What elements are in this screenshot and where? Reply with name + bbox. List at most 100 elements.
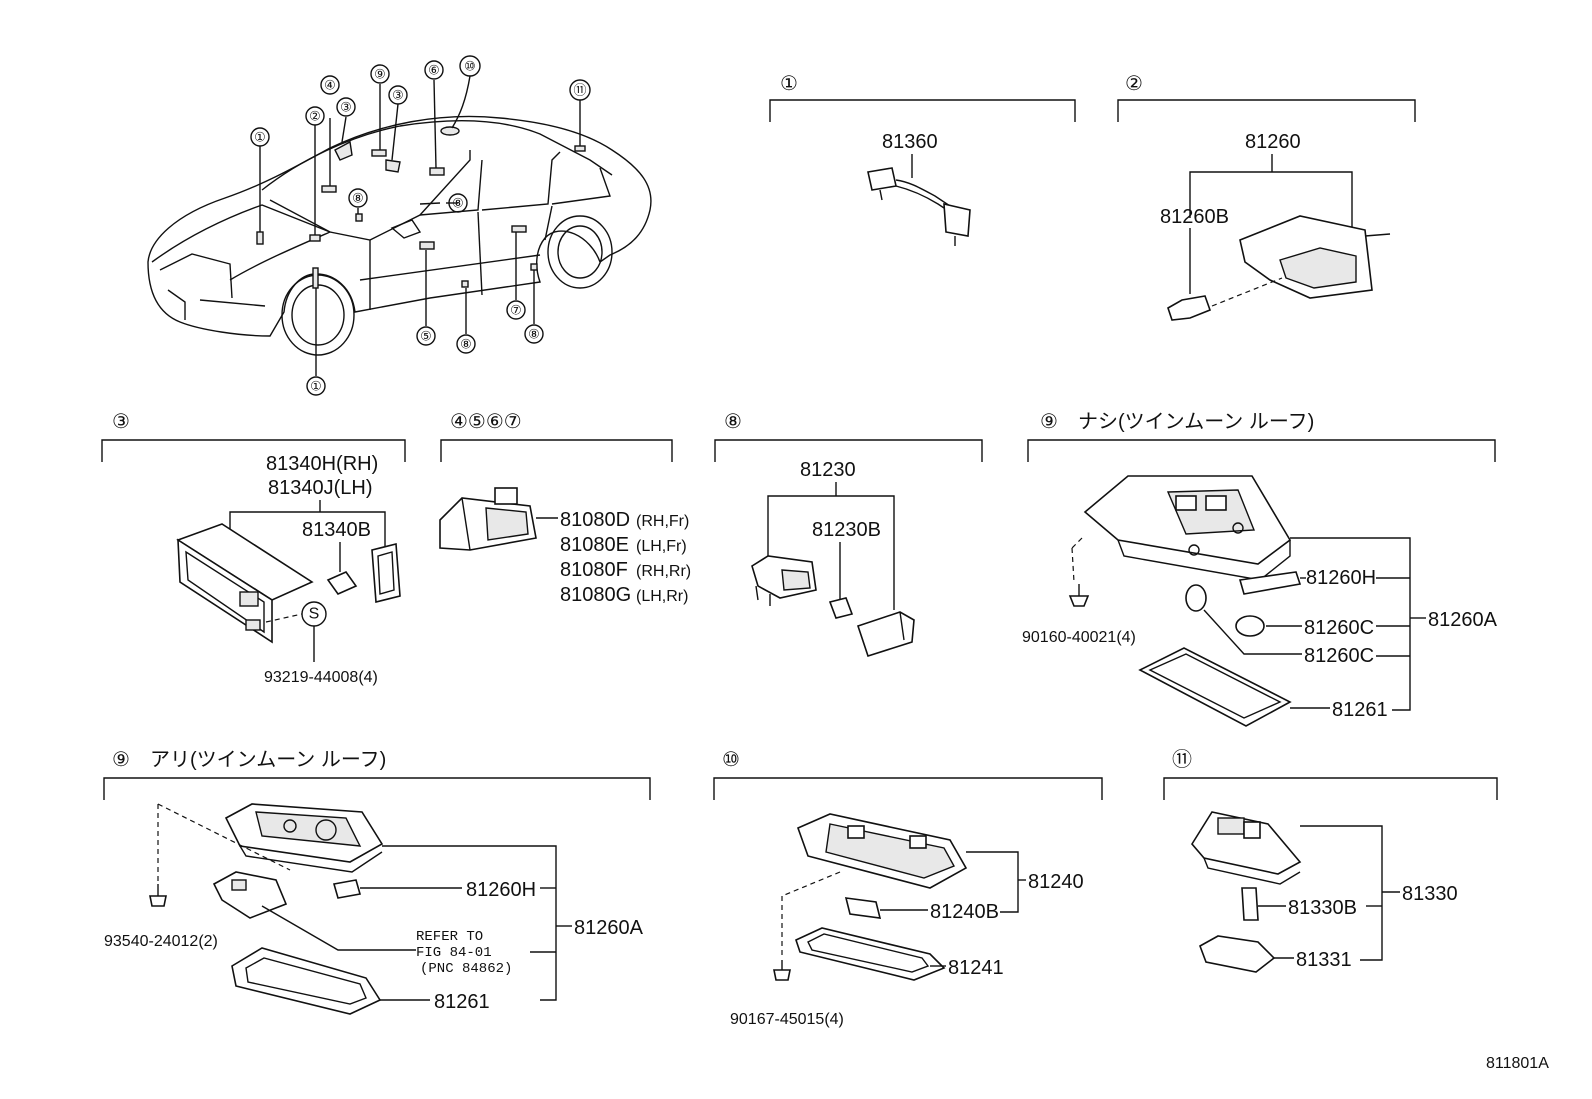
svg-text:⑤: ⑤: [420, 329, 432, 344]
svg-text:⑩: ⑩: [464, 59, 476, 74]
callout-3-right: ③: [388, 85, 408, 105]
section-8: ⑧ 81230 81230B: [714, 411, 983, 658]
part-81330: 81330: [1402, 883, 1458, 905]
svg-text:①: ①: [310, 379, 322, 394]
callout-8-door: ⑧: [448, 193, 468, 213]
section-2-header: ②: [1125, 73, 1143, 95]
svg-text:(RH,Rr): (RH,Rr): [636, 563, 691, 580]
door-courtesy-lamp: [439, 487, 537, 551]
section-4-7-header: ④⑤⑥⑦: [450, 411, 522, 433]
callout-1-front: ①: [306, 376, 326, 396]
refer-line-2: FIG 84-01: [416, 945, 492, 961]
part-81331: 81331: [1296, 949, 1352, 971]
section-9b-title: アリ(ツインムーン ルーフ): [150, 749, 386, 771]
part-81260c-a: 81260C: [1304, 617, 1374, 639]
section-4-7: ④⑤⑥⑦ 81080D (RH,Fr) 81080E (LH,Fr) 81080…: [439, 411, 691, 606]
svg-text:⑥: ⑥: [428, 63, 440, 78]
fastener-93540: 93540-24012(2): [104, 933, 218, 950]
callout-6: ⑥: [424, 60, 444, 80]
part-81241: 81241: [948, 957, 1004, 979]
section-9-with: ⑨ アリ(ツインムーン ルーフ) 93540-24012(2) REFER TO…: [103, 749, 651, 1015]
part-81340h: 81340H(RH): [266, 453, 378, 475]
part-81340b: 81340B: [302, 519, 371, 541]
part-81230b: 81230B: [812, 519, 881, 541]
callout-5: ⑤: [416, 326, 436, 346]
svg-text:(LH,Fr): (LH,Fr): [636, 538, 687, 555]
section-9a-header: ⑨: [1040, 411, 1058, 433]
callout-8-roof: ⑧: [348, 188, 368, 208]
svg-text:⑧: ⑧: [460, 337, 472, 352]
part-81260b: 81260B: [1160, 206, 1229, 228]
svg-text:⑦: ⑦: [510, 303, 522, 318]
part-81260a-a: 81260A: [1428, 609, 1498, 631]
callout-9: ⑨: [370, 64, 390, 84]
fastener-90167: 90167-45015(4): [730, 1011, 844, 1028]
part-81261-a: 81261: [1332, 699, 1388, 721]
callout-3-left: ③: [336, 97, 356, 117]
part-81260h-b: 81260H: [466, 879, 536, 901]
callout-4: ④: [320, 75, 340, 95]
callout-1-hood: ①: [250, 127, 270, 147]
trunk-lamp: [1191, 811, 1302, 885]
part-81080d: 81080D: [560, 509, 630, 531]
part-81340j: 81340J(LH): [268, 477, 373, 499]
refer-line-1: REFER TO: [416, 929, 483, 945]
svg-text:③: ③: [340, 100, 352, 115]
section-1-header: ①: [780, 73, 798, 95]
figure-id: 811801A: [1486, 1055, 1549, 1072]
callout-8-rear-door: ⑧: [524, 324, 544, 344]
svg-text:③: ③: [392, 88, 404, 103]
lamp-assembly: [1167, 215, 1391, 321]
section-11: ⑪ 81330B 81331 81330: [1163, 748, 1498, 973]
section-10-header: ⑩: [722, 749, 740, 771]
section-3-header: ③: [112, 411, 130, 433]
section-10: ⑩ 90167-45015(4) 81240B 81241 81240: [713, 749, 1103, 1028]
svg-text:⑧: ⑧: [452, 196, 464, 211]
step-lamp: [751, 555, 915, 658]
section-1: ① 81360: [769, 73, 1076, 246]
roof-console-lamp: [1083, 475, 1292, 581]
section-9-without: ⑨ ナシ(ツインムーン ルーフ) 90160-40021(4) 81260H 8…: [1022, 411, 1498, 727]
car-overview: ① ② ① ④ ③ ⑨ ③ ⑥ ⑩ ⑪ ⑧ ⑧ ⑤ ⑧ ⑦ ⑧: [147, 55, 652, 396]
callout-8-front-door: ⑧: [456, 334, 476, 354]
section-11-header: ⑪: [1172, 748, 1192, 771]
section-2: ② 81260 81260B: [1117, 73, 1416, 321]
wire-harness-connector: [867, 167, 971, 246]
callout-7: ⑦: [506, 300, 526, 320]
callout-2: ②: [305, 106, 325, 126]
part-81240: 81240: [1028, 871, 1084, 893]
part-81080g: 81080G: [560, 584, 631, 606]
svg-text:⑧: ⑧: [528, 327, 540, 342]
part-81260h-a: 81260H: [1306, 567, 1376, 589]
part-81230: 81230: [800, 459, 856, 481]
svg-text:(LH,Rr): (LH,Rr): [636, 588, 688, 605]
part-81260: 81260: [1245, 131, 1301, 153]
svg-text:⑨: ⑨: [374, 67, 386, 82]
part-81260a-b: 81260A: [574, 917, 644, 939]
svg-text:⑧: ⑧: [352, 191, 364, 206]
part-81360: 81360: [882, 131, 938, 153]
vanity-lamp: [796, 813, 968, 889]
refer-line-3: (PNC 84862): [420, 961, 512, 977]
part-81240b: 81240B: [930, 901, 999, 923]
svg-text:S: S: [309, 606, 320, 623]
fastener-93219: 93219-44008(4): [264, 669, 378, 686]
part-81080e: 81080E: [560, 534, 629, 556]
section-9b-header: ⑨: [112, 749, 130, 771]
part-81260c-b: 81260C: [1304, 645, 1374, 667]
svg-text:⑪: ⑪: [573, 83, 586, 98]
part-81261-b: 81261: [434, 991, 490, 1013]
part-81330b: 81330B: [1288, 897, 1357, 919]
fastener-90160: 90160-40021(4): [1022, 629, 1136, 646]
section-3: ③ 81340H(RH) 81340J(LH) 81340B S 93219-4…: [101, 411, 406, 686]
roof-console-lamp-moonroof: [224, 803, 384, 873]
svg-text:(RH,Fr): (RH,Fr): [636, 513, 689, 530]
section-9a-title: ナシ(ツインムーン ルーフ): [1078, 411, 1314, 433]
section-8-header: ⑧: [724, 411, 742, 433]
callout-11: ⑪: [569, 79, 591, 101]
svg-text:④: ④: [324, 78, 336, 93]
part-81080f: 81080F: [560, 559, 628, 581]
svg-text:①: ①: [254, 130, 266, 145]
callout-10: ⑩: [459, 55, 481, 77]
